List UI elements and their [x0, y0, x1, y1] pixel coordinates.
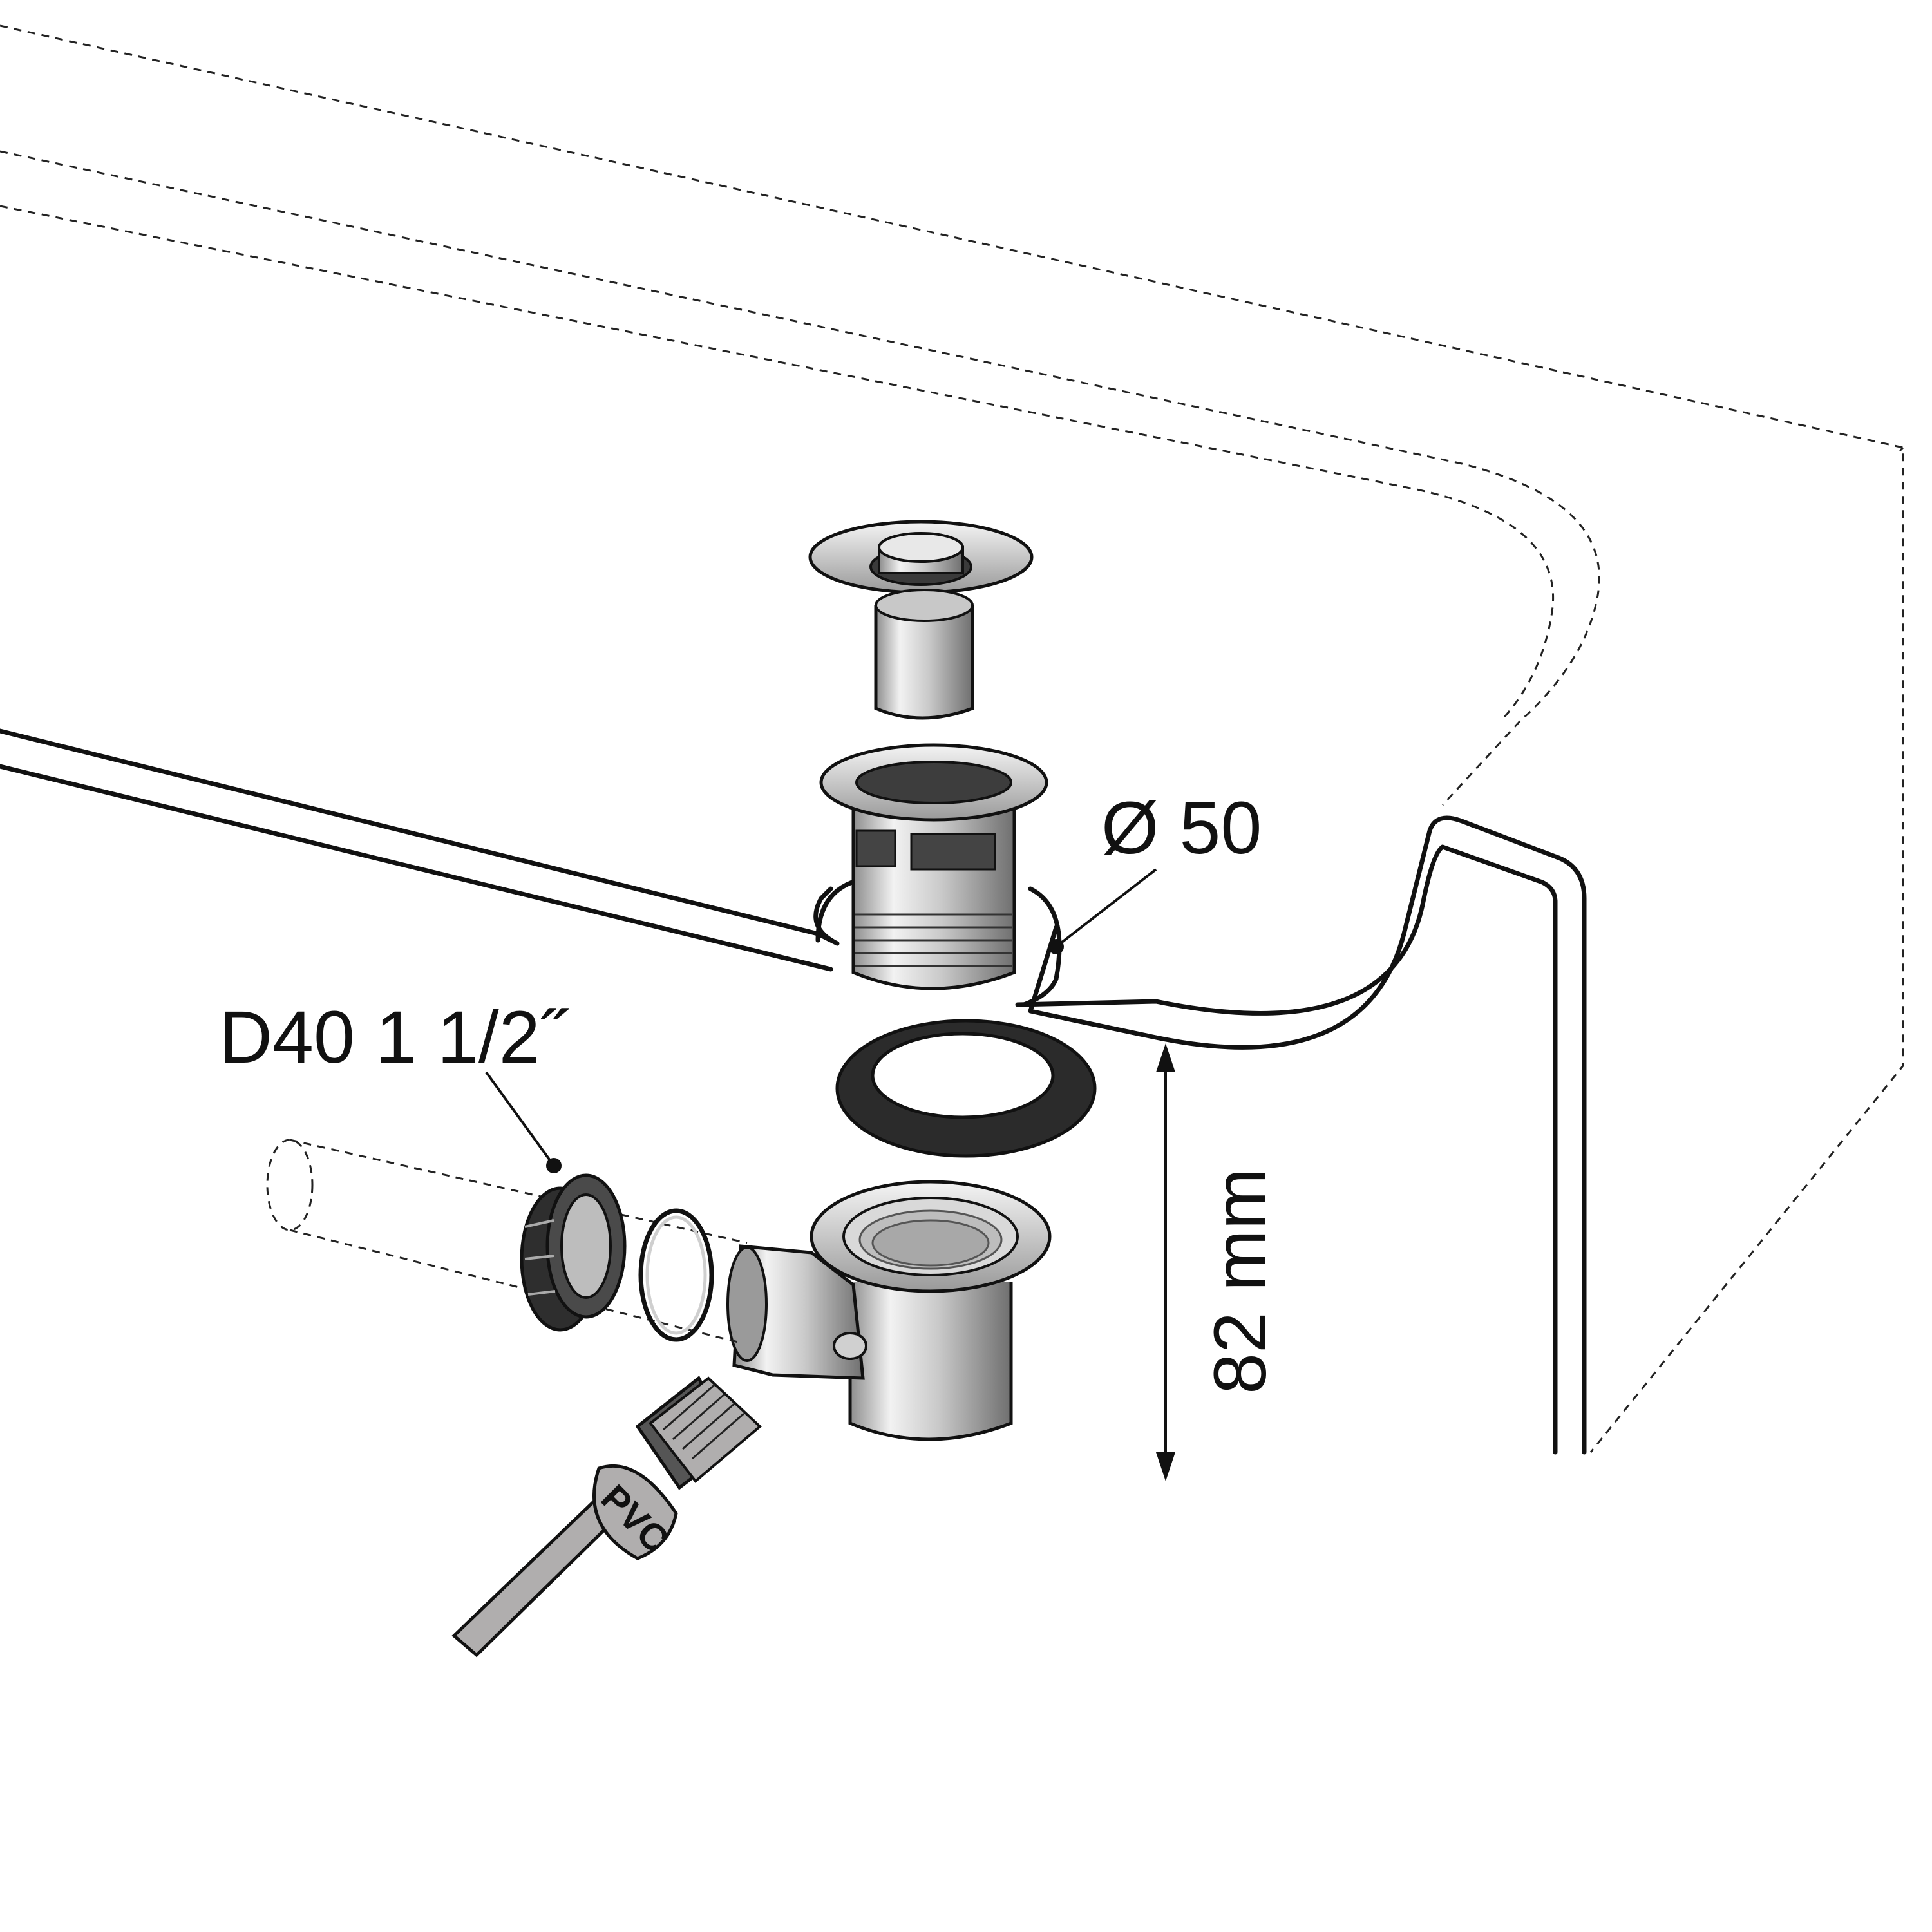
pipe-size-label: D40 1 1/2˝ — [219, 996, 569, 1079]
tub-wall-solid — [0, 728, 1587, 1455]
drain-upper-body — [819, 743, 1048, 990]
pipe-nut — [520, 1173, 627, 1332]
rubber-washer — [835, 1019, 1097, 1158]
drain-lower-body — [726, 1180, 1052, 1441]
o-ring — [638, 1208, 714, 1342]
leader-lines — [485, 868, 1157, 1173]
height-label: 82 mm — [1199, 1168, 1282, 1394]
glue-brush: PVC — [451, 1376, 762, 1658]
plug-cap — [808, 520, 1034, 720]
height-dimension-arrow — [1156, 1043, 1175, 1481]
diameter-label: Ø 50 — [1101, 787, 1262, 869]
tub-outline-dashed — [0, 24, 1904, 1453]
dashed-pipe — [266, 1139, 748, 1344]
